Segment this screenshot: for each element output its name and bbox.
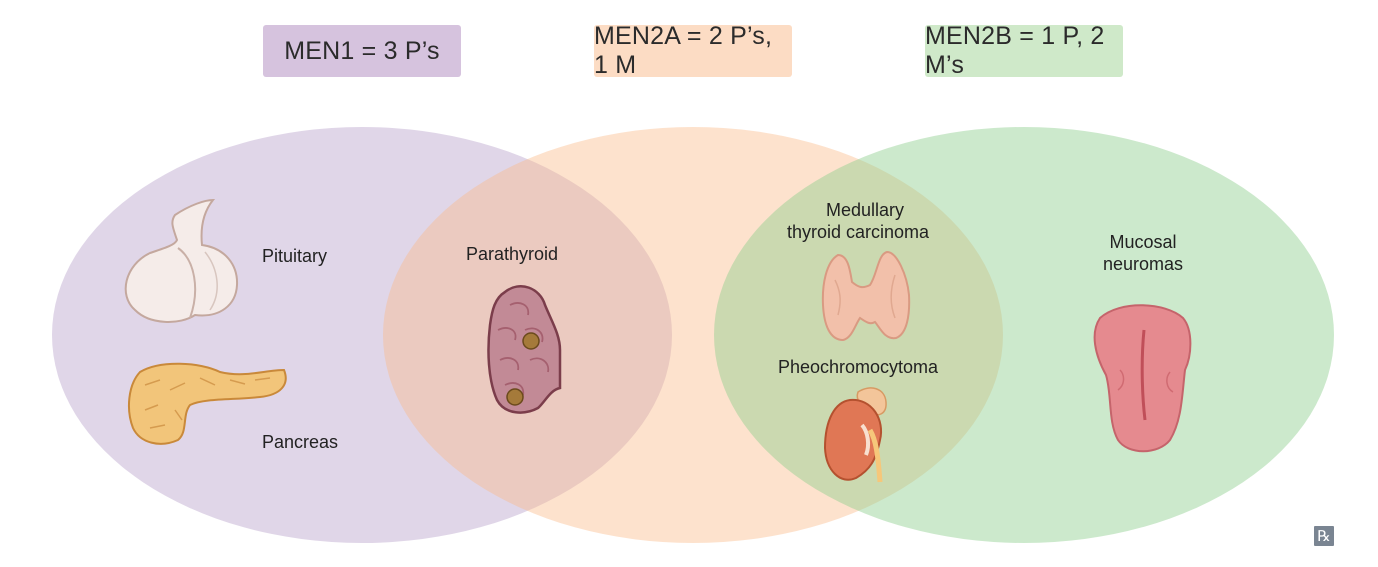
men2b-header: MEN2B = 1 P, 2 M’s xyxy=(925,22,1123,79)
pheochromocytoma-label: Pheochromocytoma xyxy=(778,357,939,377)
tongue-icon xyxy=(1093,304,1192,453)
mucosal-label-line2: neuromas xyxy=(1103,254,1183,274)
medullary-label-line2: thyroid carcinoma xyxy=(787,222,930,242)
men1-header: MEN1 = 3 P’s xyxy=(263,25,461,77)
adrenal-kidney-icon xyxy=(823,387,887,483)
rx-logo: ℞ xyxy=(1314,526,1334,546)
men1-ellipse xyxy=(52,127,672,543)
men2a-header: MEN2A = 2 P’s, 1 M xyxy=(594,22,792,79)
medullary-label-line1: Medullary xyxy=(826,200,904,220)
parathyroid-icon xyxy=(487,285,562,414)
pancreas-label: Pancreas xyxy=(262,432,338,452)
men2b-ellipse xyxy=(714,127,1334,543)
mucosal-label-line1: Mucosal xyxy=(1109,232,1176,252)
thyroid-icon xyxy=(821,250,911,342)
pituitary-icon xyxy=(124,198,239,323)
parathyroid-label: Parathyroid xyxy=(466,244,558,264)
pancreas-icon xyxy=(127,362,287,445)
pituitary-label: Pituitary xyxy=(262,246,327,266)
